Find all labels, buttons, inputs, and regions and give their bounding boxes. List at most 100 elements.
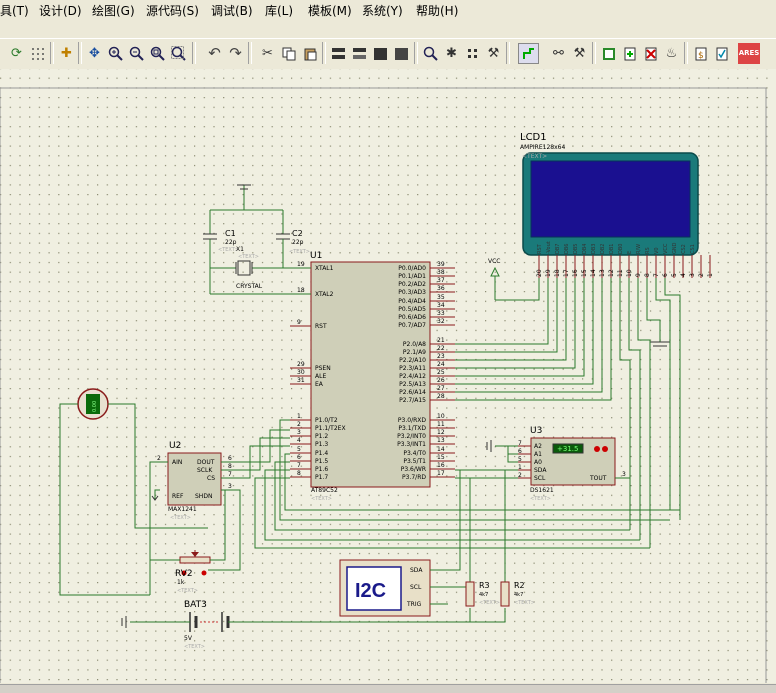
property-assign-icon[interactable]: ⚒ [573, 46, 586, 61]
cut-icon[interactable]: ✂ [262, 46, 273, 61]
svg-text:P2.7/A15: P2.7/A15 [399, 397, 426, 404]
i2c-debugger[interactable]: I2C SDA SCL TRIG [339, 559, 431, 617]
u1-left-pin: 3P1.2 [290, 429, 328, 440]
menu-tools[interactable]: 具(T) [0, 4, 29, 18]
svg-text:7: 7 [297, 462, 301, 469]
electrical-check-icon[interactable] [711, 43, 732, 64]
x1-value: CRYSTAL [236, 283, 263, 290]
copy-icon[interactable] [278, 43, 299, 64]
svg-text:P3.3/INT1: P3.3/INT1 [397, 441, 426, 448]
bill-of-materials-icon[interactable]: $ [690, 43, 711, 64]
wire-autoroute-icon[interactable] [518, 43, 539, 64]
u1-left-pin: 2P1.1/T2EX [290, 421, 346, 432]
lcd-pin: 13 [599, 255, 606, 278]
zoom-in-icon[interactable] [105, 43, 126, 64]
block-move-icon[interactable] [349, 43, 370, 64]
menu-design[interactable]: 设计(D) [39, 4, 82, 18]
menu-library[interactable]: 库(L) [265, 4, 294, 18]
netlist-ares-icon[interactable]: ARES [738, 43, 760, 64]
paste-icon[interactable] [299, 43, 320, 64]
new-sheet-icon[interactable] [619, 43, 640, 64]
block-copy-icon[interactable] [328, 43, 349, 64]
u1-left-pin: 7P1.6 [290, 462, 328, 473]
package-tool-icon[interactable] [462, 43, 483, 64]
search-icon[interactable]: ⚯ [553, 46, 564, 61]
lcd-pin-name: -Vout [546, 241, 552, 254]
pan-icon[interactable]: ✥ [89, 46, 100, 61]
block-rotate-icon[interactable] [370, 43, 391, 64]
svg-text:P0.7/AD7: P0.7/AD7 [398, 322, 426, 329]
svg-text:15: 15 [581, 269, 588, 277]
svg-text:18: 18 [297, 287, 305, 294]
origin-icon[interactable]: ✚ [61, 46, 72, 61]
svg-text:19: 19 [297, 261, 305, 268]
svg-text:6: 6 [662, 273, 669, 277]
zoom-area-icon[interactable] [168, 43, 189, 64]
svg-text:P2.3/A11: P2.3/A11 [399, 365, 426, 372]
u1-microcontroller[interactable]: U1 AT89C52 <TEXT> 19XTAL118XTAL29RST29PS… [290, 251, 455, 502]
refresh-icon[interactable]: ⟳ [11, 46, 22, 61]
block-delete-icon[interactable] [391, 43, 412, 64]
redo-icon[interactable]: ↷ [229, 44, 242, 62]
lcd-pin: 12 [608, 255, 615, 278]
grid-icon[interactable] [27, 43, 48, 64]
svg-text:7: 7 [228, 471, 232, 478]
lcd-pin-name: DB7 [555, 244, 561, 254]
r2-resistor[interactable]: R2 4k7 <TEXT> [500, 581, 535, 607]
battery-wires [121, 608, 506, 628]
pick-device-icon[interactable] [420, 43, 441, 64]
design-explorer-icon[interactable] [598, 43, 619, 64]
toolbar-separator [414, 42, 418, 64]
horizontal-scrollbar[interactable] [0, 684, 776, 693]
voltmeter[interactable]: 0.00 [77, 388, 109, 420]
zoom-out-icon[interactable] [126, 43, 147, 64]
u2-text: <TEXT> [170, 515, 191, 521]
svg-text:P2.5/A13: P2.5/A13 [399, 381, 426, 388]
svg-text:17: 17 [563, 269, 570, 277]
menu-system[interactable]: 系统(Y) [362, 4, 403, 18]
svg-text:P1.0/T2: P1.0/T2 [315, 417, 338, 424]
lcd-pin-name: CS2 [681, 244, 687, 254]
svg-text:1: 1 [297, 413, 301, 420]
svg-text:XTAL1: XTAL1 [315, 265, 334, 272]
svg-text:6: 6 [297, 454, 301, 461]
zoom-all-icon[interactable] [147, 43, 168, 64]
lcd-pin-name: CS1 [690, 244, 696, 254]
exit-parent-icon[interactable]: ♨ [665, 46, 678, 61]
rv2-ref: RV2 [175, 569, 193, 579]
rv2-text: <TEXT> [177, 588, 198, 594]
svg-text:SCL: SCL [534, 475, 546, 482]
svg-text:CS: CS [207, 475, 215, 482]
svg-text:18: 18 [554, 269, 561, 277]
menu-debug[interactable]: 调试(B) [211, 4, 253, 18]
lcd-pin: 5 [671, 255, 678, 278]
svg-text:14: 14 [590, 269, 597, 277]
svg-text:13: 13 [599, 269, 606, 277]
svg-text:2: 2 [698, 273, 705, 277]
u1-part: AT89C52 [311, 487, 338, 494]
menu-template[interactable]: 模板(M) [308, 4, 352, 18]
r3-resistor[interactable]: R3 4k7 <TEXT> [465, 581, 500, 607]
decompose-icon[interactable]: ⚒ [487, 46, 500, 61]
menu-help[interactable]: 帮助(H) [416, 4, 459, 18]
svg-text:P1.4: P1.4 [315, 450, 328, 457]
menu-graph[interactable]: 绘图(G) [92, 4, 135, 18]
make-device-icon[interactable]: ✱ [446, 46, 457, 61]
remove-sheet-icon[interactable] [640, 43, 661, 64]
undo-icon[interactable]: ↶ [208, 44, 221, 62]
u2-ref: U2 [169, 441, 181, 451]
menu-source[interactable]: 源代码(S) [146, 4, 199, 18]
svg-text:P2.2/A10: P2.2/A10 [399, 357, 426, 364]
